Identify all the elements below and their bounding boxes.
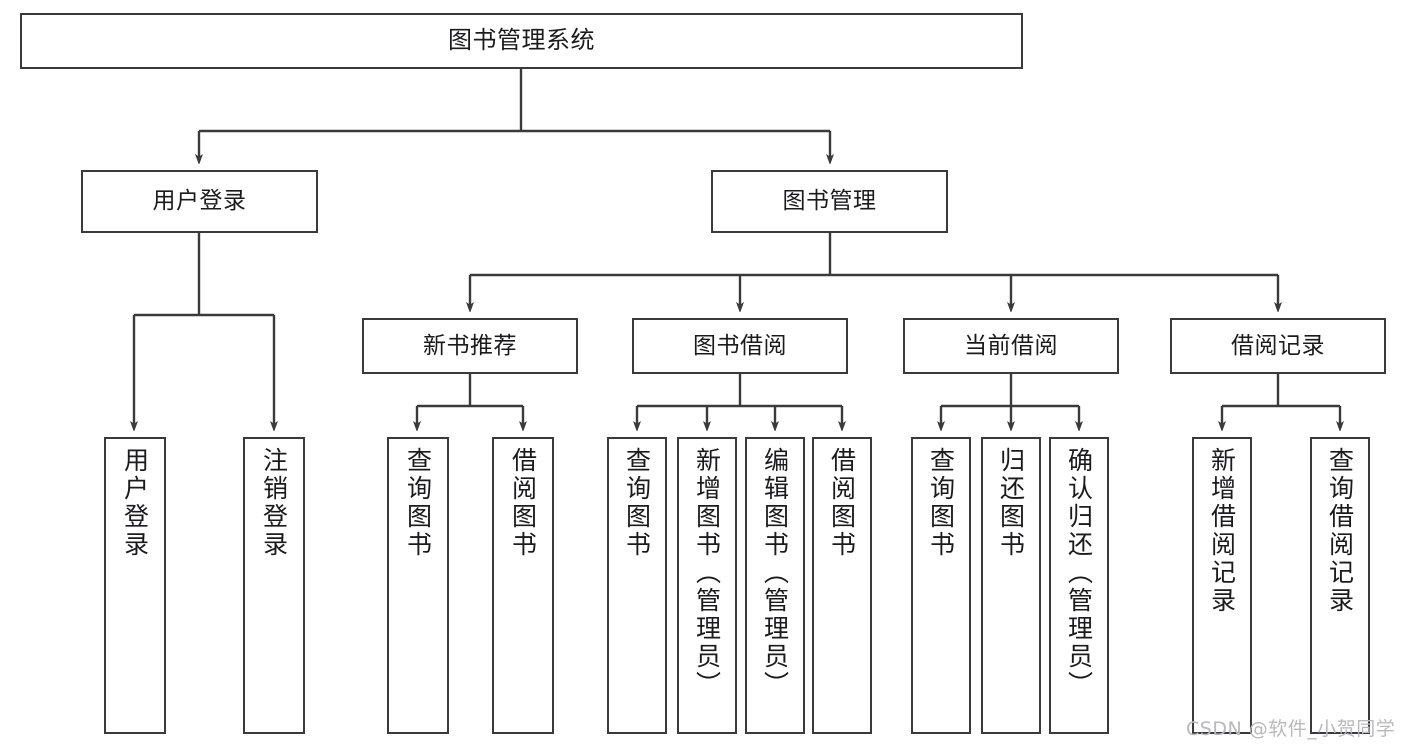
node-leaf-edit-book-admin[interactable]: 编辑图书（管理员） [745, 437, 805, 734]
node-label: 当前借阅 [964, 332, 1058, 359]
node-label: 查询图书 [926, 447, 956, 559]
node-label: 图书管理 [782, 188, 877, 215]
node-label: 确认归还（管理员） [1064, 447, 1094, 699]
node-leaf-return-book[interactable]: 归还图书 [981, 437, 1041, 734]
node-borrow-record[interactable]: 借阅记录 [1170, 318, 1386, 374]
node-label: 编辑图书（管理员） [760, 447, 790, 699]
node-leaf-query-book-current[interactable]: 查询图书 [911, 437, 971, 734]
node-label: 借阅记录 [1231, 332, 1325, 359]
node-book-borrow[interactable]: 图书借阅 [632, 318, 848, 374]
node-leaf-logout[interactable]: 注销登录 [243, 437, 305, 734]
node-label: 查询借阅记录 [1325, 447, 1355, 615]
node-new-book-recommend[interactable]: 新书推荐 [362, 318, 578, 374]
node-leaf-borrow-book-recommend[interactable]: 借阅图书 [492, 437, 554, 734]
node-leaf-user-login[interactable]: 用户登录 [104, 437, 166, 734]
node-leaf-add-borrow-record[interactable]: 新增借阅记录 [1192, 437, 1252, 734]
node-book-management[interactable]: 图书管理 [711, 170, 948, 233]
node-label: 用户登录 [152, 188, 247, 215]
node-label: 图书借阅 [693, 332, 787, 359]
node-label: 新书推荐 [423, 332, 517, 359]
node-label: 归还图书 [996, 447, 1026, 559]
node-user-login[interactable]: 用户登录 [81, 170, 318, 233]
node-current-borrow[interactable]: 当前借阅 [903, 318, 1119, 374]
node-label: 借阅图书 [827, 447, 857, 559]
watermark-text: CSDN @软件_小贺同学 [1186, 718, 1396, 740]
node-leaf-query-borrow-record[interactable]: 查询借阅记录 [1310, 437, 1370, 734]
node-label: 注销登录 [259, 447, 289, 559]
node-leaf-query-book-borrow[interactable]: 查询图书 [607, 437, 667, 734]
node-label: 借阅图书 [508, 447, 538, 559]
node-label: 查询图书 [403, 447, 433, 559]
node-label: 新增借阅记录 [1207, 447, 1237, 615]
node-leaf-query-book-recommend[interactable]: 查询图书 [387, 437, 449, 734]
node-leaf-add-book-admin[interactable]: 新增图书（管理员） [677, 437, 737, 734]
node-label: 用户登录 [120, 447, 150, 559]
node-leaf-confirm-return-admin[interactable]: 确认归还（管理员） [1049, 437, 1109, 734]
node-label: 查询图书 [622, 447, 652, 559]
node-label: 新增图书（管理员） [692, 447, 722, 699]
node-leaf-borrow-book[interactable]: 借阅图书 [812, 437, 872, 734]
node-root-book-management-system[interactable]: 图书管理系统 [20, 13, 1023, 69]
node-label: 图书管理系统 [448, 26, 595, 55]
